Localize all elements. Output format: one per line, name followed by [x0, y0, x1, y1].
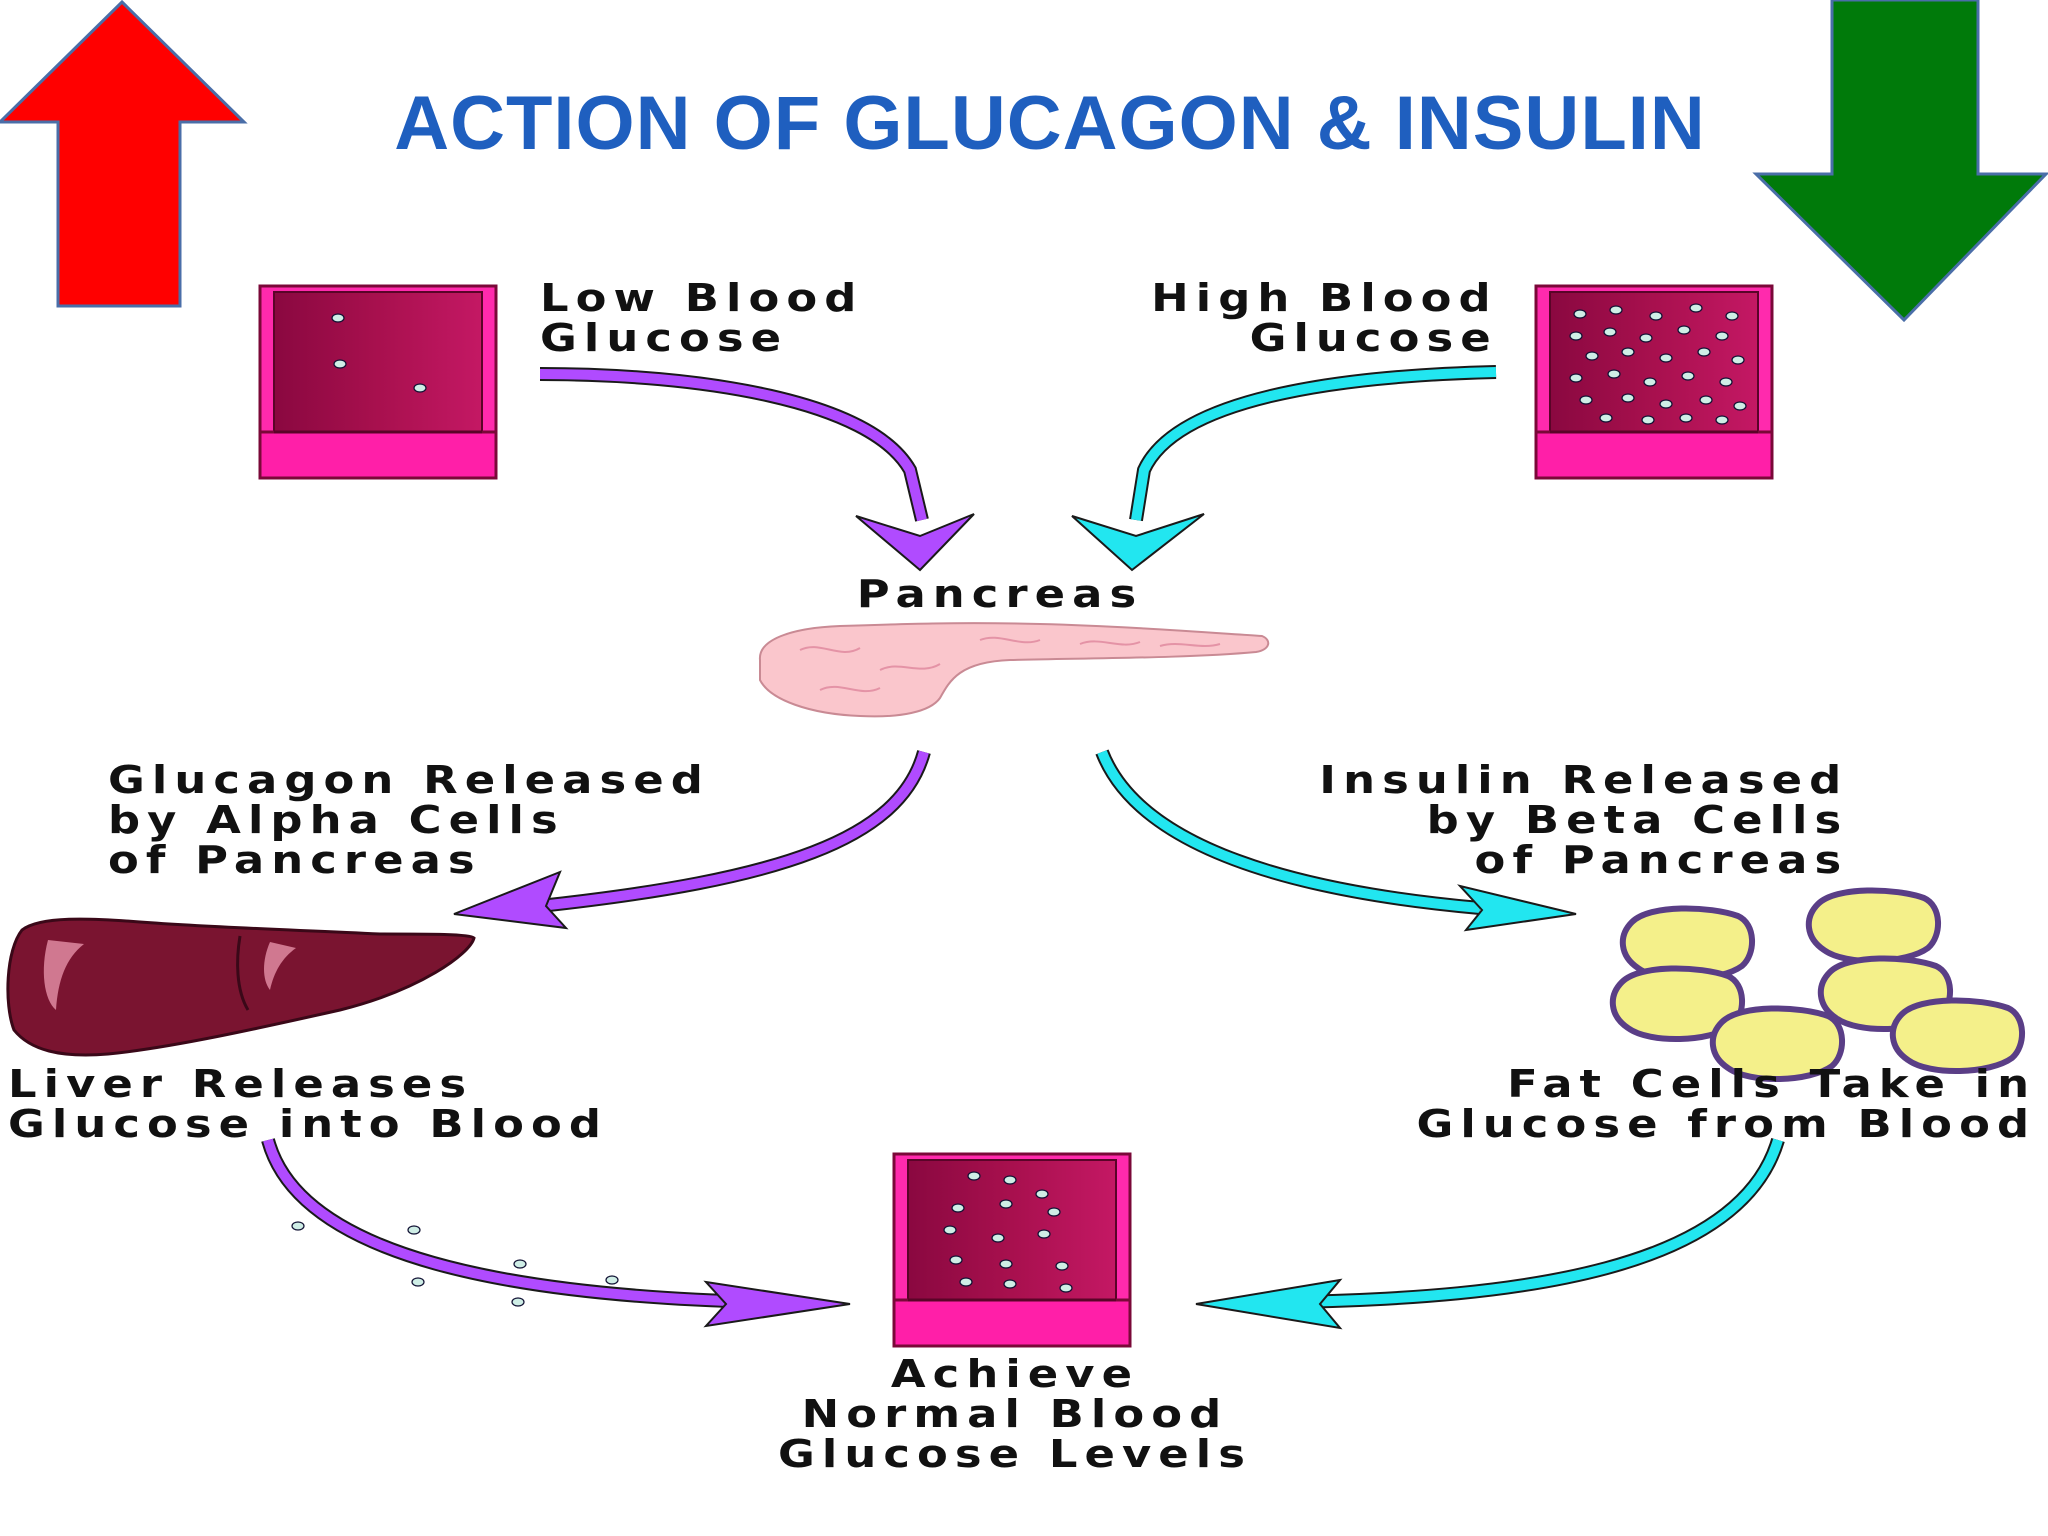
fat-to-blood-arrow: [1195, 1138, 1785, 1330]
high-blood-glucose-label: High Blood Glucose: [1151, 276, 1498, 360]
normal-blood-glucose-label: Achieve Normal Blood Glucose Levels: [777, 1352, 1252, 1476]
up-arrow-icon: [0, 0, 248, 308]
blood-vessel-icon: [258, 284, 498, 480]
fat-cells-icon: [1613, 890, 2022, 1079]
down-arrow-icon: [1752, 0, 2048, 323]
insulin-to-fat-arrow: [1095, 749, 1577, 932]
insulin-released-label: Insulin Released by Beta Cells of Pancre…: [1319, 758, 1848, 882]
liver-releases-label: Liver Releases Glucose into Blood: [8, 1062, 609, 1146]
insulin-pathway-arrow: [1071, 365, 1497, 572]
fat-cells-label: Fat Cells Take in Glucose from Blood: [1416, 1062, 2036, 1146]
blood-vessel-icon: [892, 1152, 1132, 1348]
low-blood-glucose-label: Low Blood Glucose: [540, 276, 864, 360]
glucagon-pathway-arrow: [539, 367, 975, 572]
glucagon-to-liver-arrow: [453, 750, 931, 930]
pancreas-label: Pancreas: [856, 572, 1144, 616]
page-title: ACTION OF GLUCAGON & INSULIN: [394, 81, 1706, 166]
glucagon-released-label: Glucagon Released by Alpha Cells of Panc…: [108, 758, 710, 882]
pancreas-icon: [758, 622, 1270, 718]
blood-vessel-icon: [1534, 284, 1774, 480]
liver-to-blood-arrow: [261, 1138, 851, 1328]
liver-icon: [6, 917, 476, 1057]
